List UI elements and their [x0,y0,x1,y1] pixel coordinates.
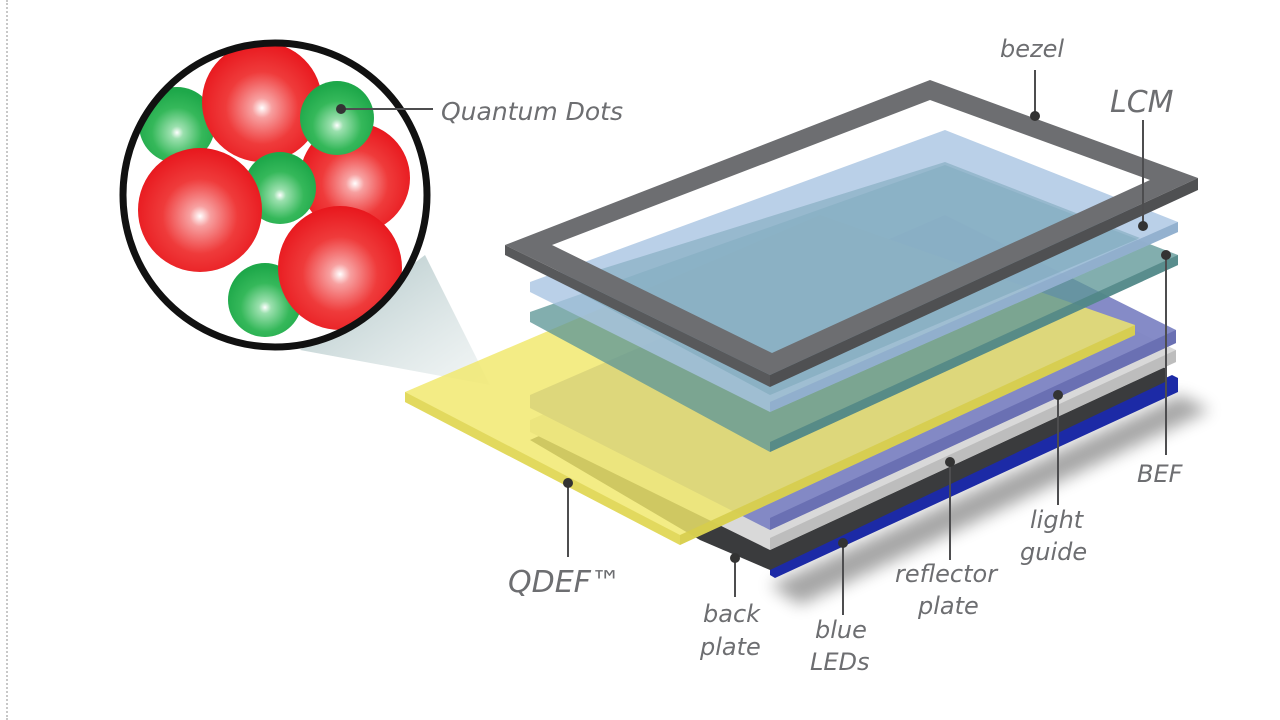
green-dot [139,87,215,163]
red-dot [278,206,402,330]
label-light-guide-2: guide [1020,538,1087,566]
label-light-guide-1: light [1030,506,1085,534]
label-reflector-1: reflector [895,560,999,588]
stack-shadow [770,395,1210,605]
label-back-plate-2: plate [699,633,761,661]
quantum-dots-inset [119,39,431,351]
red-dot [138,148,262,272]
label-quantum-dots: Quantum Dots [441,97,623,126]
label-reflector-2: plate [917,592,979,620]
label-back-plate-1: back [703,600,761,628]
frame-dotted-border [6,0,8,720]
green-dot [300,81,374,155]
label-qdef: QDEF™ [508,565,621,600]
label-lcm: LCM [1110,85,1174,120]
red-dot [202,45,322,162]
label-blue-leds-1: blue [815,616,867,644]
blue-leds-layer [770,375,1178,578]
magnification-cone [300,255,490,385]
green-dot [244,152,316,224]
bezel-frame [505,80,1198,387]
inset-ring [119,39,431,351]
label-bezel: bezel [1000,35,1064,63]
label-bef: BEF [1137,460,1184,488]
label-blue-leds-2: LEDs [810,648,870,676]
leader-lines [336,70,1171,615]
